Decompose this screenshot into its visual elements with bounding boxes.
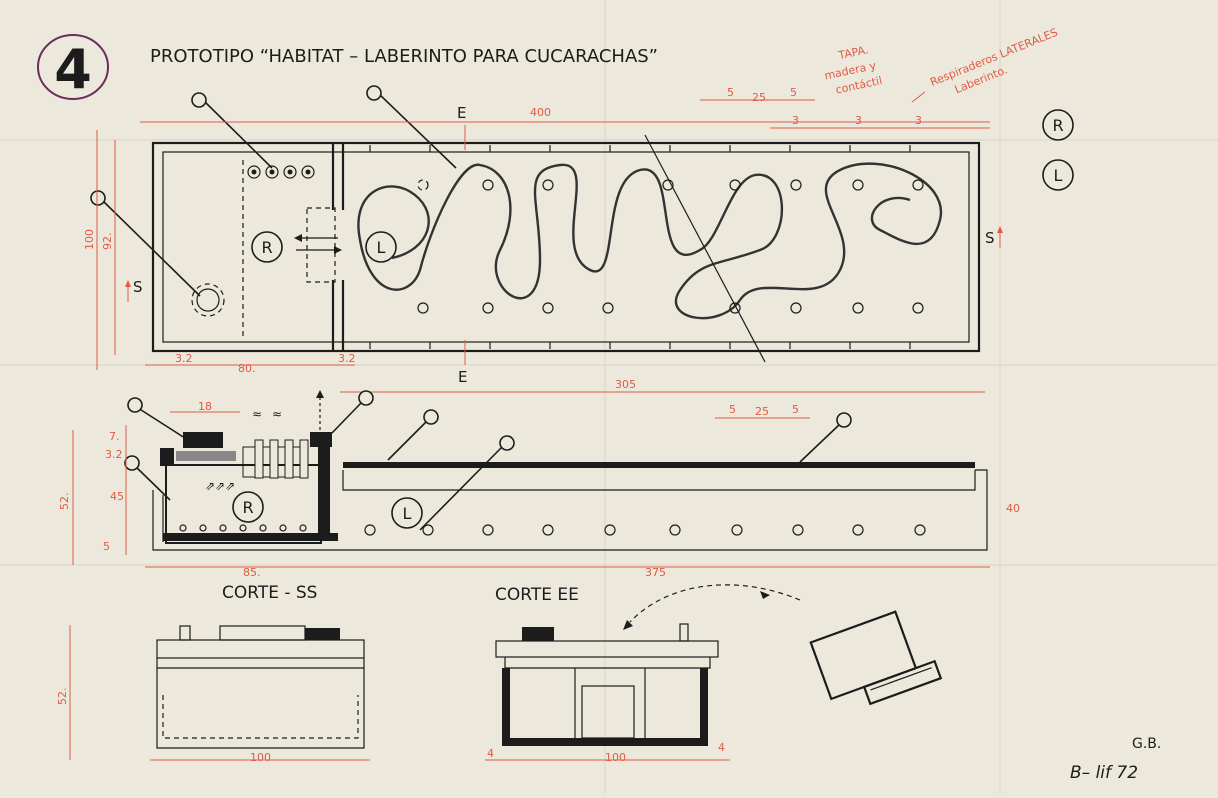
maze-path [357, 162, 943, 320]
dim-sect-4b: 4 [718, 741, 725, 754]
lid-rotation-detail [623, 584, 943, 706]
plan-maze-label: L [377, 238, 386, 257]
dim-sect-100a: 100 [250, 751, 271, 764]
dim-elev-5a: 5 [729, 403, 736, 416]
dim-elev-45: 45 [110, 490, 124, 503]
section-ss-title: CORTE - SS [222, 583, 317, 603]
dim-top-total: 400 [530, 106, 551, 119]
sheet-number-badge: 4 [37, 34, 109, 101]
section-s-right: S [985, 229, 995, 247]
dim-bottom-80: 80. [238, 362, 256, 375]
plan-feeders [247, 165, 315, 179]
section-ss: CORTE - SS 52. 100 [56, 583, 370, 764]
plan-room-label: R [261, 238, 272, 257]
dim-bottom-32a: 3.2 [175, 352, 193, 365]
maze-holes [417, 179, 924, 314]
plan-vents [369, 145, 911, 349]
dim-top-5b: 5 [790, 86, 797, 99]
legend: R L [1042, 109, 1074, 191]
legend-r: R [1052, 116, 1063, 135]
dim-left-92: 92. [101, 233, 114, 251]
dim-elev-5b: 5 [792, 403, 799, 416]
initials: G.B. [1132, 736, 1161, 752]
dim-elev-375: 375 [645, 566, 666, 579]
dim-sect-4a: 4 [487, 747, 494, 760]
dim-sect-100b: 100 [605, 751, 626, 764]
elevation-view: ≈ ≈ ⇗⇗⇗ R L [124, 390, 988, 551]
dim-elev-5: 5 [103, 540, 110, 553]
dim-top-25: 25 [752, 91, 766, 104]
legend-l: L [1054, 166, 1063, 185]
elevation-holes [179, 524, 926, 536]
elevation-vents [254, 439, 309, 479]
plan-dimensions: 400 5 25 5 3 3 3 100 92. 3.2 80. 3.2 305 [83, 86, 990, 393]
dim-elev-25: 25 [755, 405, 769, 418]
signature: B– lif 72 [1070, 763, 1138, 783]
dim-elev-18: 18 [198, 400, 212, 413]
sheet-title: PROTOTIPO “HABITAT – LABERINTO PARA CUCA… [150, 46, 658, 67]
lid-note-title: TAPA. [836, 43, 869, 62]
dim-sect-52: 52. [56, 688, 69, 706]
dim-elev-40: 40 [1006, 502, 1020, 515]
dim-elev-85: 85. [243, 566, 261, 579]
elevation-maze-label: L [403, 504, 412, 523]
dim-elev-32: 3.2 [105, 448, 123, 461]
dim-elev-7: 7. [109, 430, 120, 443]
section-ee-title: CORTE EE [495, 585, 579, 605]
dim-bottom-32b: 3.2 [338, 352, 356, 365]
sheet-number: 4 [54, 38, 92, 101]
section-e-top: E [457, 104, 466, 122]
vent-note: Respiraderos LATERALES Laberinto. [928, 26, 1059, 97]
dim-elev-52: 52. [58, 493, 71, 511]
section-s-left: S [133, 278, 143, 296]
section-e-bottom: E [458, 368, 467, 386]
elevation-dimensions: 18 5 25 5 7. 3.2 45 52. 5 40 85. 375 [58, 400, 1020, 579]
svg-text:⇗⇗⇗: ⇗⇗⇗ [205, 479, 235, 493]
dim-top-3c: 3 [915, 114, 922, 127]
dim-left-100: 100 [83, 229, 96, 250]
vent-note-arrow [911, 91, 926, 103]
lid-note: TAPA. madera y contáctil [823, 43, 883, 96]
dim-top-3b: 3 [855, 114, 862, 127]
plan-view: R L S S E E [90, 85, 1003, 386]
dim-mid-305: 305 [615, 378, 636, 391]
svg-text:≈: ≈ [272, 407, 282, 421]
svg-text:≈: ≈ [252, 407, 262, 421]
dim-top-3a: 3 [792, 114, 799, 127]
section-ee: CORTE EE 4 100 4 [485, 585, 730, 764]
dim-top-5a: 5 [727, 86, 734, 99]
elevation-room-label: R [242, 498, 253, 517]
